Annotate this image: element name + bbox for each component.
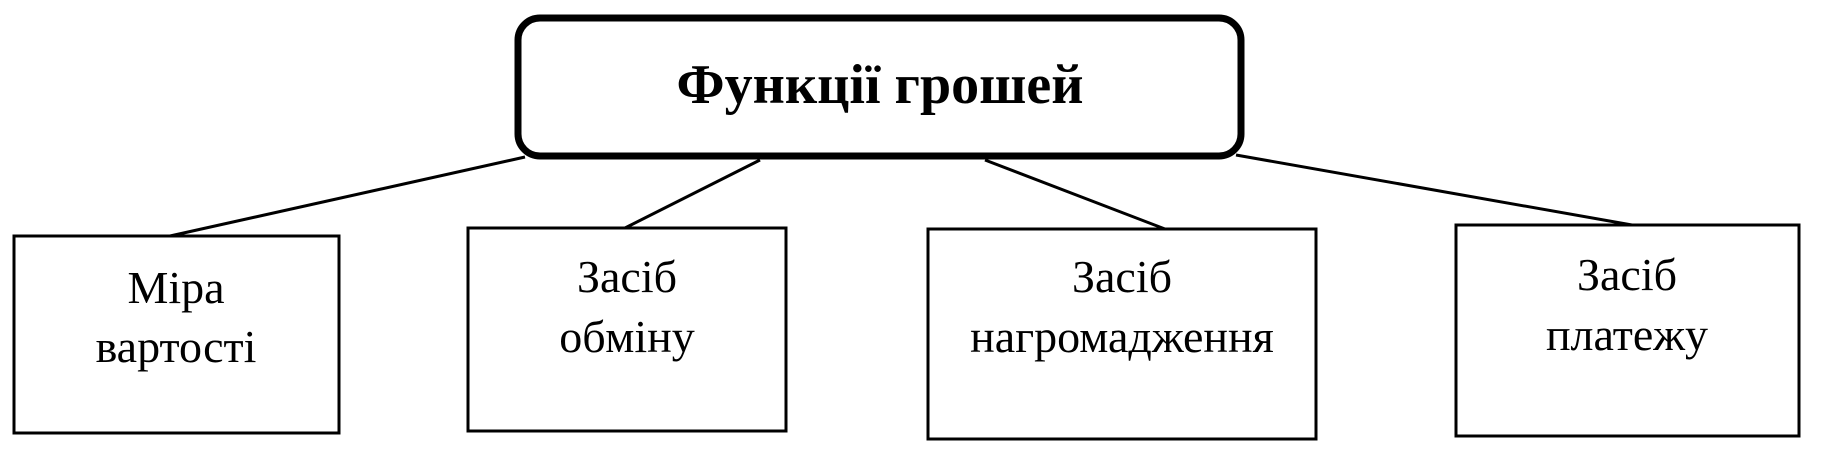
child-label-line1: Міра: [127, 262, 224, 313]
root-node: Функції грошей: [514, 14, 1245, 160]
child-label-line1: Засіб: [1072, 251, 1172, 302]
child-box: [12, 234, 341, 435]
connector-root-to-measure-of-value: [169, 155, 526, 238]
root-label: Функції грошей: [677, 54, 1084, 116]
root-box: [514, 14, 1245, 160]
child-box: [466, 226, 788, 433]
child-label-line2: обміну: [559, 311, 694, 362]
child-label-line1: Засіб: [577, 251, 677, 302]
connector-root-to-store-of-value: [984, 158, 1166, 231]
child-node-measure-of-value: Міра вартості: [12, 234, 341, 435]
child-box: [1454, 223, 1801, 438]
child-node-store-of-value: Засіб нагромадження: [926, 227, 1318, 441]
child-label-line2: вартості: [96, 321, 257, 372]
child-node-medium-of-exchange: Засіб обміну: [466, 226, 788, 433]
child-label-line2: платежу: [1546, 309, 1708, 360]
child-label-line2: нагромадження: [970, 311, 1274, 362]
connector-root-to-means-of-payment: [1235, 153, 1633, 227]
child-node-means-of-payment: Засіб платежу: [1454, 223, 1801, 438]
child-label-line1: Засіб: [1577, 249, 1677, 300]
child-box: [926, 227, 1318, 441]
connector-root-to-medium-of-exchange: [624, 158, 761, 230]
